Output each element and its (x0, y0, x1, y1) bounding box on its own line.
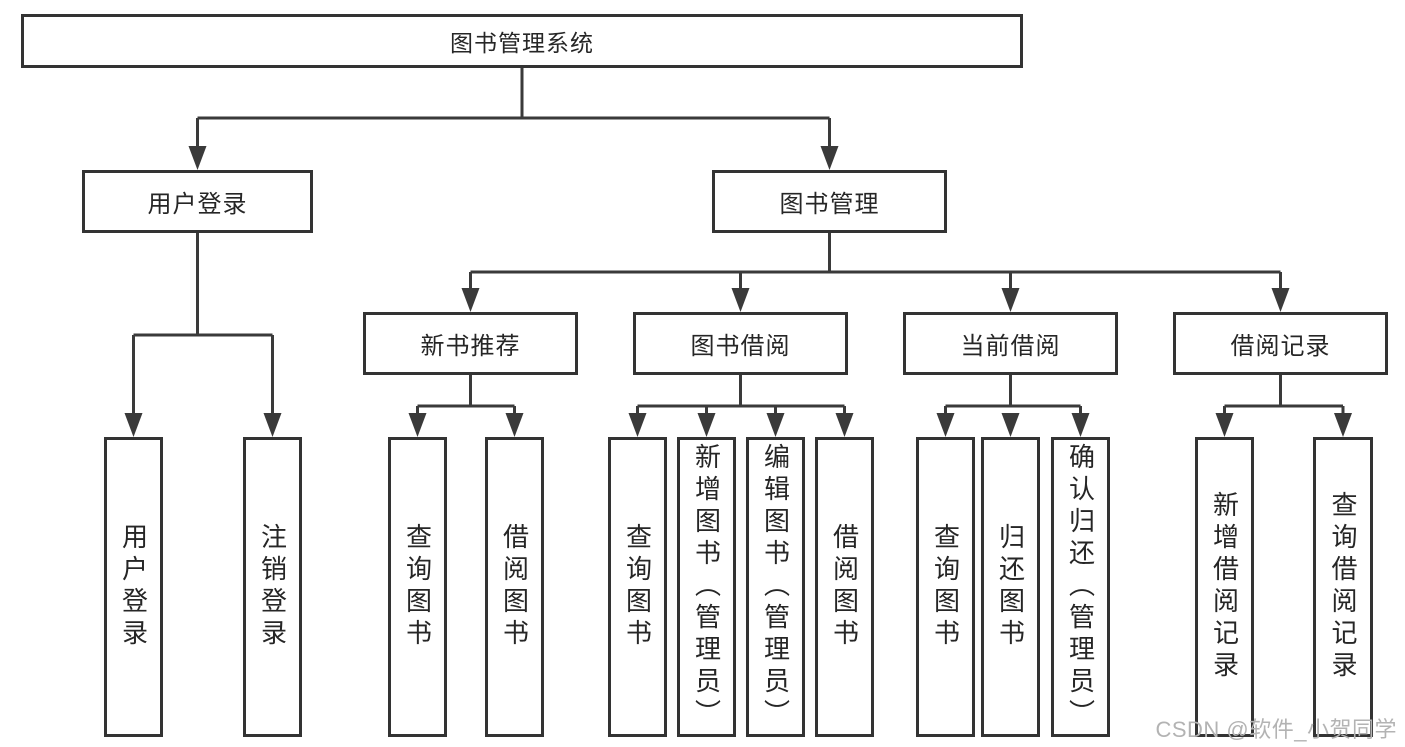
leaf-cb-query-books-label: 查询图书 (930, 523, 961, 651)
node-user-login: 用户登录 (82, 170, 313, 233)
leaf-cb-return-books-label: 归还图书 (995, 523, 1026, 651)
leaf-user-login: 用户登录 (104, 437, 163, 737)
leaf-rec-borrow-books-label: 借阅图书 (499, 523, 530, 651)
node-new-book-recommend-label: 新书推荐 (420, 333, 521, 360)
node-borrowing-records-label: 借阅记录 (1230, 333, 1331, 360)
node-new-book-recommend: 新书推荐 (363, 312, 578, 375)
leaf-bb-edit-books-admin-label: 编辑图书（管理员） (760, 443, 791, 731)
leaf-br-query-record: 查询借阅记录 (1313, 437, 1373, 737)
leaf-bb-borrow-books: 借阅图书 (815, 437, 874, 737)
node-book-management-label: 图书管理 (779, 191, 880, 218)
leaf-logout: 注销登录 (243, 437, 302, 737)
leaf-rec-borrow-books: 借阅图书 (485, 437, 544, 737)
leaf-bb-add-books-admin: 新增图书（管理员） (677, 437, 736, 737)
leaf-bb-edit-books-admin: 编辑图书（管理员） (746, 437, 805, 737)
leaf-bb-query-books: 查询图书 (608, 437, 667, 737)
leaf-br-add-record: 新增借阅记录 (1195, 437, 1254, 737)
leaf-user-login-label: 用户登录 (118, 523, 149, 651)
leaf-bb-borrow-books-label: 借阅图书 (829, 523, 860, 651)
leaf-cb-query-books: 查询图书 (916, 437, 975, 737)
leaf-rec-query-books: 查询图书 (388, 437, 447, 737)
leaf-bb-add-books-admin-label: 新增图书（管理员） (691, 443, 722, 731)
arrowheads (124, 146, 1352, 437)
node-current-borrowing: 当前借阅 (903, 312, 1118, 375)
node-library-management-system: 图书管理系统 (21, 14, 1023, 68)
node-book-management: 图书管理 (712, 170, 947, 233)
leaf-cb-confirm-return-admin: 确认归还（管理员） (1051, 437, 1110, 737)
node-current-borrowing-label: 当前借阅 (960, 333, 1061, 360)
node-library-management-system-label: 图书管理系统 (450, 30, 594, 56)
node-borrowing-records: 借阅记录 (1173, 312, 1388, 375)
node-user-login-label: 用户登录 (147, 191, 248, 218)
leaf-br-query-record-label: 查询借阅记录 (1328, 491, 1358, 683)
leaf-rec-query-books-label: 查询图书 (402, 523, 433, 651)
leaf-bb-query-books-label: 查询图书 (622, 523, 653, 651)
node-book-borrowing-label: 图书借阅 (690, 333, 791, 360)
leaf-logout-label: 注销登录 (257, 523, 288, 651)
leaf-br-add-record-label: 新增借阅记录 (1209, 491, 1240, 683)
leaf-cb-return-books: 归还图书 (981, 437, 1040, 737)
leaf-cb-confirm-return-admin-label: 确认归还（管理员） (1065, 443, 1096, 731)
csdn-watermark: CSDN @软件_小贺同学 (1155, 717, 1397, 742)
node-book-borrowing: 图书借阅 (633, 312, 848, 375)
